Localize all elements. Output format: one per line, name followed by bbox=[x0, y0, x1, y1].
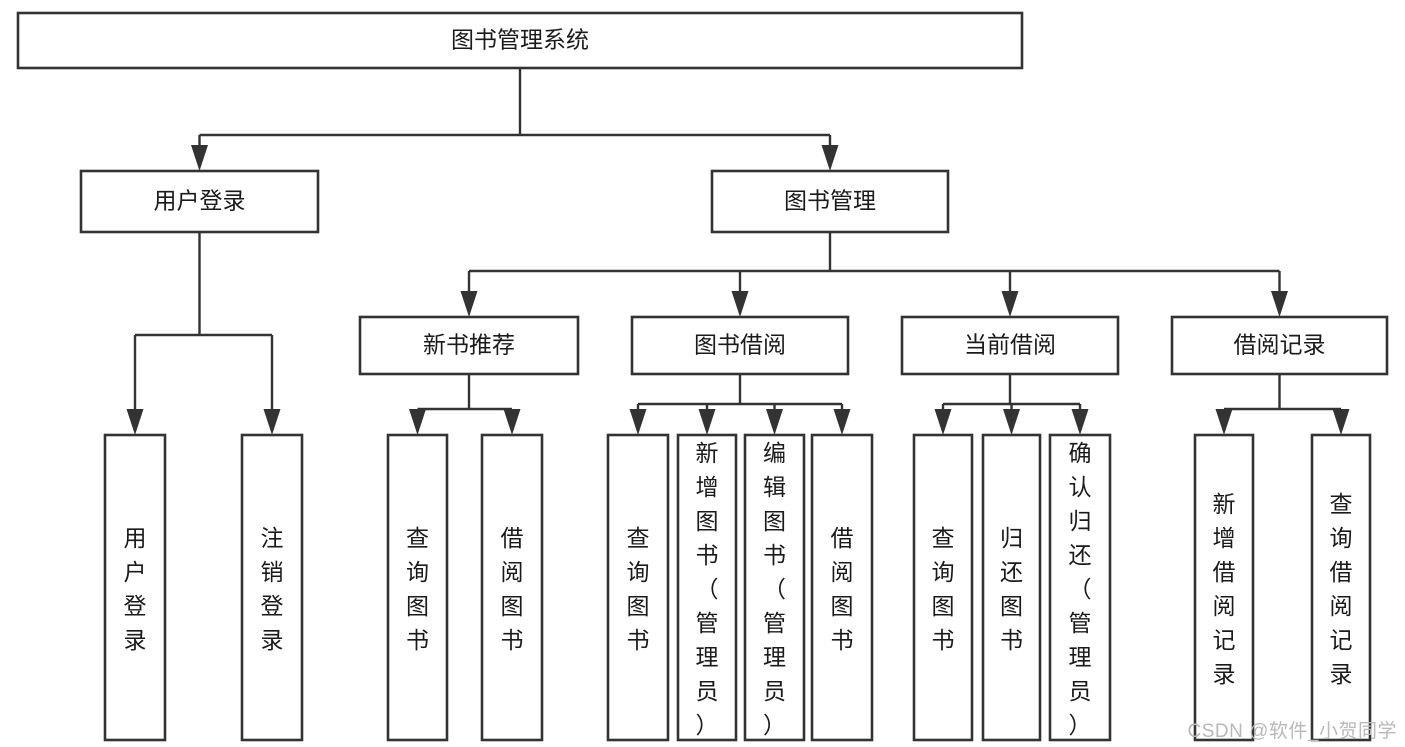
edge-current-borrow-to-leaf-confirm-return-arrowhead bbox=[1071, 409, 1089, 435]
node-leaf-query-book-3[interactable]: 查询图书 bbox=[912, 433, 974, 742]
node-label-borrow-record: 借阅记录 bbox=[1234, 332, 1326, 358]
node-label-leaf-edit-book: 编辑图书（管理员） bbox=[763, 440, 786, 738]
node-label-new-book-rec: 新书推荐 bbox=[423, 332, 515, 358]
node-label-book-manage: 图书管理 bbox=[784, 188, 876, 214]
node-box-leaf-query-book-1[interactable] bbox=[386, 433, 449, 742]
node-box-leaf-edit-book[interactable] bbox=[743, 433, 806, 742]
node-borrow-record[interactable]: 借阅记录 bbox=[1170, 315, 1389, 376]
edge-book-borrow-to-leaf-borrow-book-2-arrowhead bbox=[833, 409, 851, 435]
node-box-user-login[interactable] bbox=[79, 169, 320, 234]
edge-current-borrow-to-leaf-query-book-3-arrowhead bbox=[934, 409, 952, 435]
node-label-leaf-add-book: 新增图书（管理员） bbox=[696, 440, 719, 738]
edge-book-manage-to-new-book-rec-arrowhead bbox=[460, 291, 478, 317]
edge-user-login-to-leaf-user-login-arrowhead bbox=[126, 409, 144, 435]
node-leaf-confirm-return[interactable]: 确认归还（管理员） bbox=[1048, 433, 1112, 742]
edge-new-book-rec-to-leaf-query-book-1-arrowhead bbox=[409, 409, 426, 435]
node-box-leaf-query-book-3[interactable] bbox=[912, 433, 974, 742]
node-label-user-login: 用户登录 bbox=[154, 188, 246, 214]
node-leaf-user-login[interactable]: 用户登录 bbox=[103, 433, 167, 742]
edge-current-borrow-to-leaf-return-book-arrowhead bbox=[1003, 409, 1020, 435]
node-box-leaf-query-record[interactable] bbox=[1310, 433, 1372, 742]
node-box-leaf-add-record[interactable] bbox=[1193, 433, 1255, 742]
edge-book-manage-to-book-borrow-arrowhead bbox=[731, 291, 749, 317]
node-box-new-book-rec[interactable] bbox=[358, 315, 580, 376]
edge-borrow-record-to-leaf-add-record-arrowhead bbox=[1215, 409, 1233, 435]
edge-book-manage-to-borrow-record-arrowhead bbox=[1271, 291, 1288, 317]
node-label-leaf-borrow-book-1: 借阅图书 bbox=[501, 525, 524, 653]
connectors-layer bbox=[126, 68, 1350, 435]
node-label-leaf-add-record: 新增借阅记录 bbox=[1213, 491, 1236, 687]
node-leaf-query-record[interactable]: 查询借阅记录 bbox=[1310, 433, 1372, 742]
node-box-leaf-logout[interactable] bbox=[240, 433, 304, 742]
node-label-leaf-query-record: 查询借阅记录 bbox=[1330, 491, 1353, 687]
node-box-leaf-user-login[interactable] bbox=[103, 433, 167, 742]
edge-book-manage-to-current-borrow-arrowhead bbox=[1001, 291, 1019, 317]
edge-user-login-to-leaf-logout-arrowhead bbox=[263, 409, 281, 435]
node-label-leaf-borrow-book-2: 借阅图书 bbox=[831, 525, 854, 653]
node-label-leaf-query-book-3: 查询图书 bbox=[932, 525, 955, 653]
node-box-leaf-borrow-book-1[interactable] bbox=[480, 433, 544, 742]
node-user-login[interactable]: 用户登录 bbox=[79, 169, 320, 234]
node-label-book-borrow: 图书借阅 bbox=[694, 332, 786, 358]
node-leaf-query-book-2[interactable]: 查询图书 bbox=[606, 433, 670, 742]
node-box-book-manage[interactable] bbox=[710, 169, 950, 234]
node-leaf-borrow-book-1[interactable]: 借阅图书 bbox=[480, 433, 544, 742]
node-box-leaf-query-book-2[interactable] bbox=[606, 433, 670, 742]
node-new-book-rec[interactable]: 新书推荐 bbox=[358, 315, 580, 376]
node-leaf-query-book-1[interactable]: 查询图书 bbox=[386, 433, 449, 742]
edge-new-book-rec-to-leaf-borrow-book-1-arrowhead bbox=[503, 409, 521, 435]
node-label-leaf-return-book: 归还图书 bbox=[1000, 525, 1023, 653]
nodes-layer: 图书管理系统用户登录图书管理新书推荐图书借阅当前借阅借阅记录用户登录注销登录查询… bbox=[16, 11, 1389, 742]
node-leaf-edit-book[interactable]: 编辑图书（管理员） bbox=[743, 433, 806, 742]
edge-book-borrow-to-leaf-edit-book-arrowhead bbox=[766, 409, 783, 435]
node-box-leaf-return-book[interactable] bbox=[981, 433, 1042, 742]
node-book-manage[interactable]: 图书管理 bbox=[710, 169, 950, 234]
node-leaf-borrow-book-2[interactable]: 借阅图书 bbox=[810, 433, 874, 742]
node-box-leaf-borrow-book-2[interactable] bbox=[810, 433, 874, 742]
node-leaf-return-book[interactable]: 归还图书 bbox=[981, 433, 1042, 742]
node-book-borrow[interactable]: 图书借阅 bbox=[630, 315, 850, 376]
node-label-leaf-query-book-1: 查询图书 bbox=[406, 525, 429, 653]
edge-book-borrow-to-leaf-add-book-arrowhead bbox=[698, 409, 716, 435]
node-label-leaf-logout: 注销登录 bbox=[261, 525, 284, 653]
node-box-root[interactable] bbox=[16, 11, 1024, 70]
node-leaf-logout[interactable]: 注销登录 bbox=[240, 433, 304, 742]
node-box-current-borrow[interactable] bbox=[900, 315, 1120, 376]
node-box-book-borrow[interactable] bbox=[630, 315, 850, 376]
node-label-leaf-user-login: 用户登录 bbox=[124, 525, 147, 653]
edge-root-to-book-manage-arrowhead bbox=[821, 145, 839, 171]
node-label-root: 图书管理系统 bbox=[451, 27, 589, 53]
node-box-leaf-confirm-return[interactable] bbox=[1048, 433, 1112, 742]
node-leaf-add-book[interactable]: 新增图书（管理员） bbox=[676, 433, 738, 742]
node-root[interactable]: 图书管理系统 bbox=[16, 11, 1024, 70]
edge-root-to-user-login-arrowhead bbox=[191, 145, 208, 171]
node-box-leaf-add-book[interactable] bbox=[676, 433, 738, 742]
edge-borrow-record-to-leaf-query-record-arrowhead bbox=[1332, 409, 1350, 435]
node-label-leaf-confirm-return: 确认归还（管理员） bbox=[1069, 440, 1092, 738]
node-current-borrow[interactable]: 当前借阅 bbox=[900, 315, 1120, 376]
node-label-current-borrow: 当前借阅 bbox=[964, 332, 1056, 358]
node-box-borrow-record[interactable] bbox=[1170, 315, 1389, 376]
node-label-leaf-query-book-2: 查询图书 bbox=[627, 525, 650, 653]
edge-book-borrow-to-leaf-query-book-2-arrowhead bbox=[629, 409, 647, 435]
node-leaf-add-record[interactable]: 新增借阅记录 bbox=[1193, 433, 1255, 742]
